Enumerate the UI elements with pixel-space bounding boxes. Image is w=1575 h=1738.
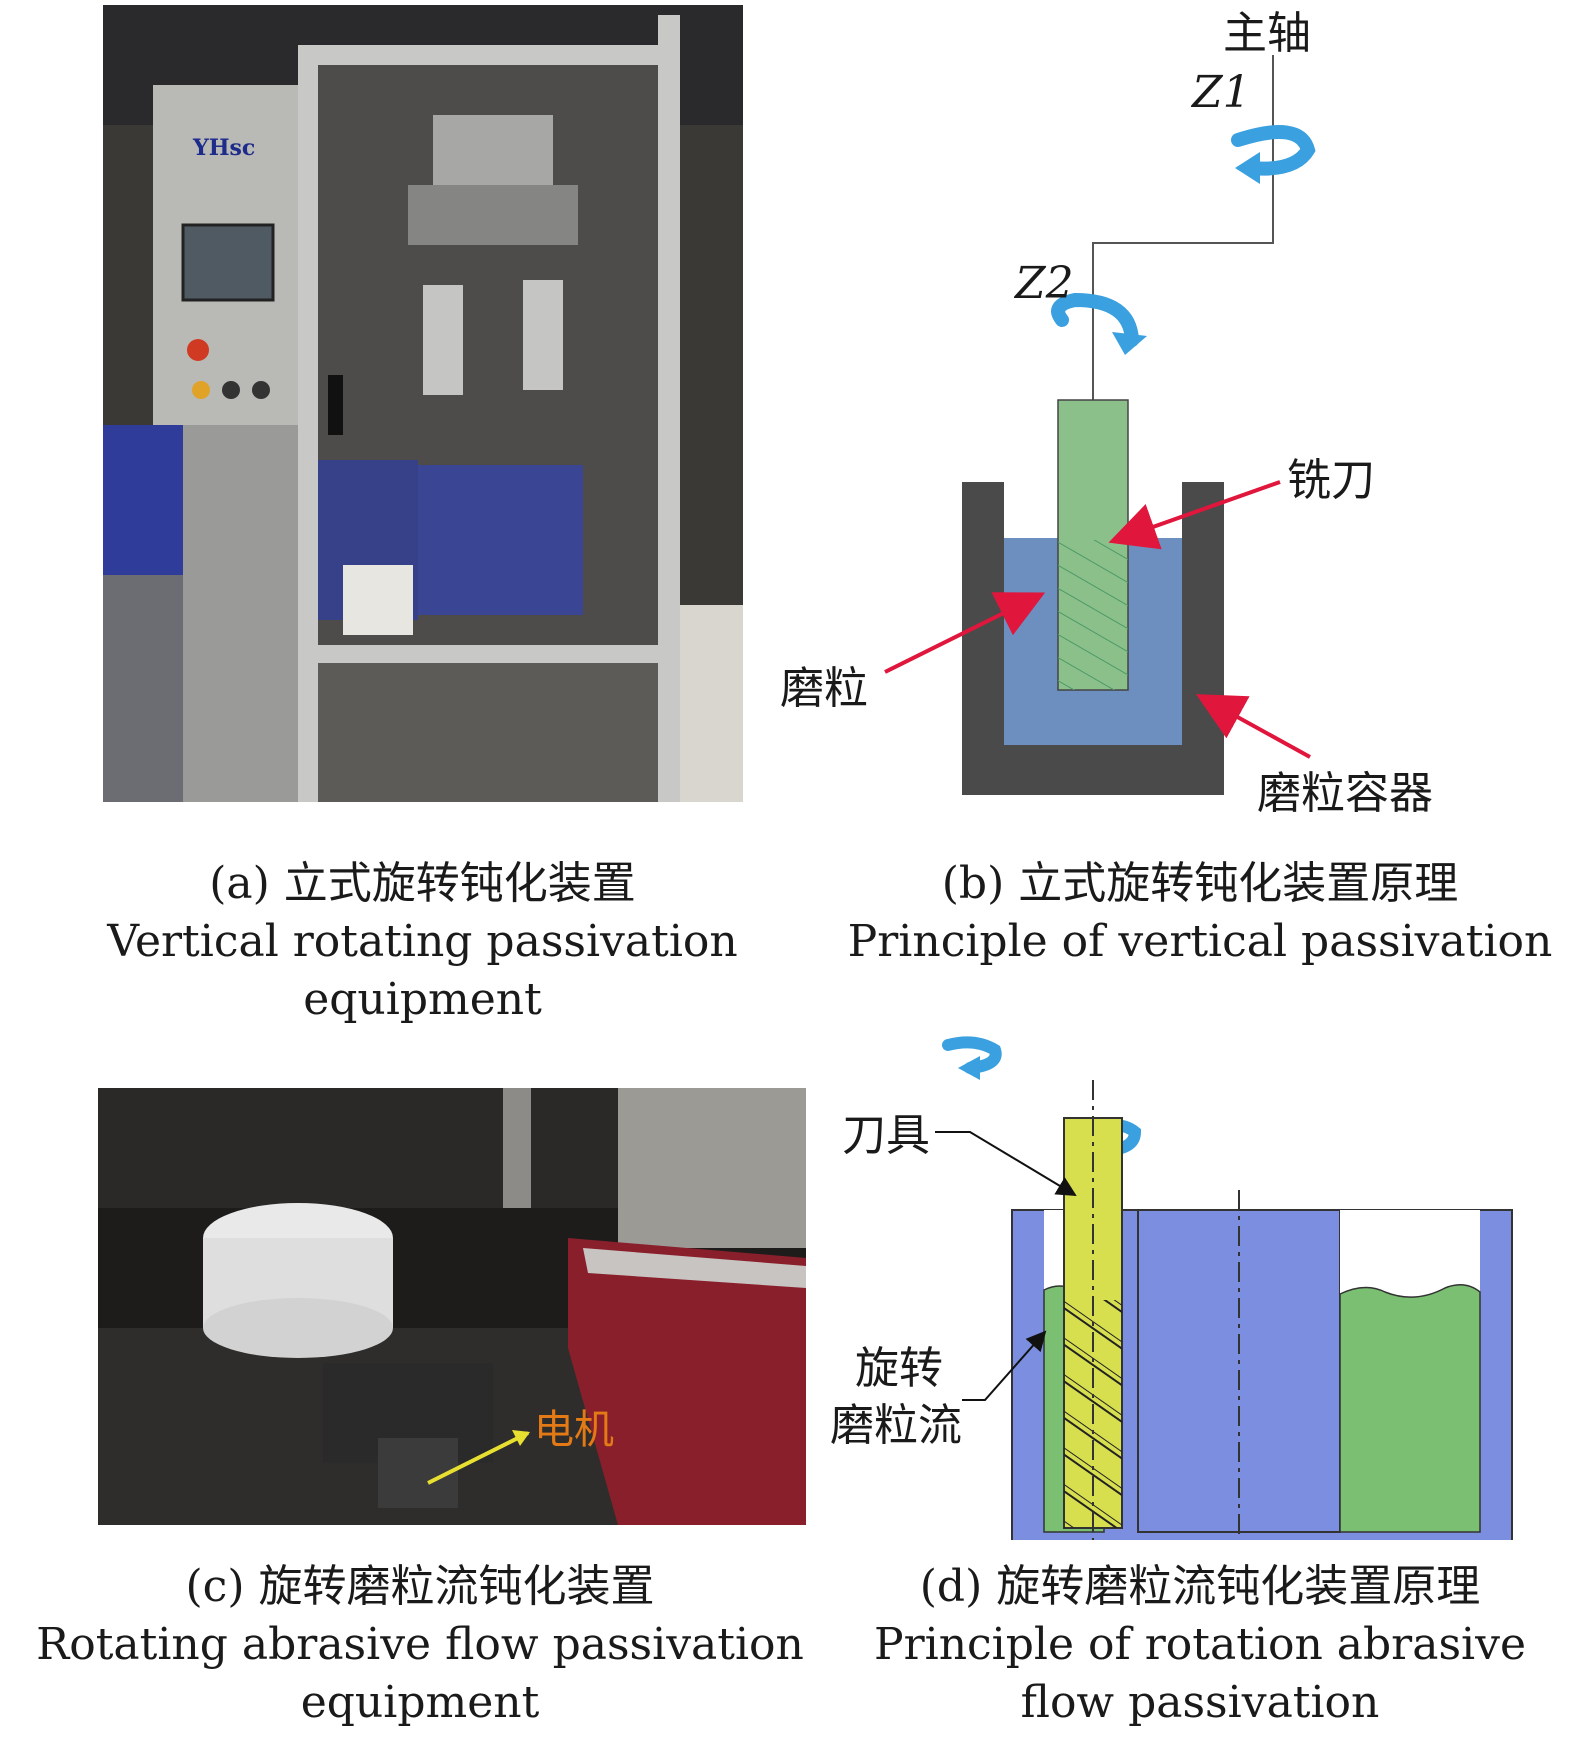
label-abrasive: 磨粒 bbox=[780, 663, 868, 714]
spindle-line bbox=[1092, 55, 1274, 400]
caption-b: (b) 立式旋转钝化装置原理 Principle of vertical pas… bbox=[845, 855, 1555, 971]
rotation-z2-icon bbox=[1051, 292, 1147, 355]
rotating-principle-svg: 刀具 旋转 磨粒流 bbox=[830, 1036, 1513, 1543]
photo-rotating-equipment: 电机 bbox=[98, 1088, 806, 1525]
rotation-z1-icon bbox=[1231, 125, 1316, 184]
leader-tool bbox=[935, 1131, 1077, 1197]
leader-abrasive-flow bbox=[962, 1330, 1047, 1401]
photo-vertical-equipment: YHsc bbox=[103, 5, 743, 802]
caption-b-zh: (b) 立式旋转钝化装置原理 bbox=[941, 858, 1459, 909]
vertical-equipment-illustration: YHsc bbox=[103, 5, 743, 802]
caption-c-en: Rotating abrasive flow passivation equip… bbox=[36, 1619, 804, 1728]
abrasive-container bbox=[962, 482, 1004, 795]
caption-d: (d) 旋转磨粒流钝化装置原理 Principle of rotation ab… bbox=[850, 1558, 1550, 1732]
label-z2: Z2 bbox=[1013, 258, 1074, 309]
caption-a-zh: (a) 立式旋转钝化装置 bbox=[209, 858, 636, 909]
label-container: 磨粒容器 bbox=[1257, 768, 1433, 819]
diagram-vertical-principle: 主轴 Z1 Z2 铣刀 磨粒 磨粒容器 bbox=[760, 0, 1575, 820]
vertical-principle-svg: 主轴 Z1 Z2 铣刀 磨粒 磨粒容器 bbox=[780, 8, 1433, 819]
caption-c: (c) 旋转磨粒流钝化装置 Rotating abrasive flow pas… bbox=[20, 1558, 820, 1732]
label-z1: Z1 bbox=[1190, 67, 1251, 118]
label-spindle: 主轴 bbox=[1223, 8, 1311, 59]
diagram-rotating-principle: 刀具 旋转 磨粒流 bbox=[820, 1020, 1575, 1543]
caption-d-en: Principle of rotation abrasive flow pass… bbox=[873, 1619, 1526, 1728]
equipment-logo: YHsc bbox=[192, 135, 255, 161]
arrow-to-cutter bbox=[1108, 480, 1281, 550]
label-rotating-line2: 磨粒流 bbox=[830, 1400, 962, 1451]
motor-arrow bbox=[427, 1431, 529, 1485]
label-rotating-line1: 旋转 bbox=[855, 1343, 943, 1394]
label-motor: 电机 bbox=[534, 1407, 614, 1453]
rotation-tool-icon bbox=[942, 1036, 1002, 1080]
caption-a-en: Vertical rotating passivation equipment bbox=[107, 916, 738, 1025]
label-tool: 刀具 bbox=[842, 1110, 930, 1161]
caption-c-zh: (c) 旋转磨粒流钝化装置 bbox=[185, 1561, 655, 1612]
rotating-equipment-illustration: 电机 bbox=[98, 1088, 806, 1525]
arrow-to-container bbox=[1195, 694, 1311, 759]
caption-b-en: Principle of vertical passivation bbox=[847, 916, 1553, 967]
caption-a: (a) 立式旋转钝化装置 Vertical rotating passivati… bbox=[0, 855, 845, 1029]
label-milling-cutter: 铣刀 bbox=[1287, 455, 1375, 506]
caption-d-zh: (d) 旋转磨粒流钝化装置原理 bbox=[919, 1561, 1481, 1612]
arrow-to-abrasive bbox=[884, 592, 1046, 674]
